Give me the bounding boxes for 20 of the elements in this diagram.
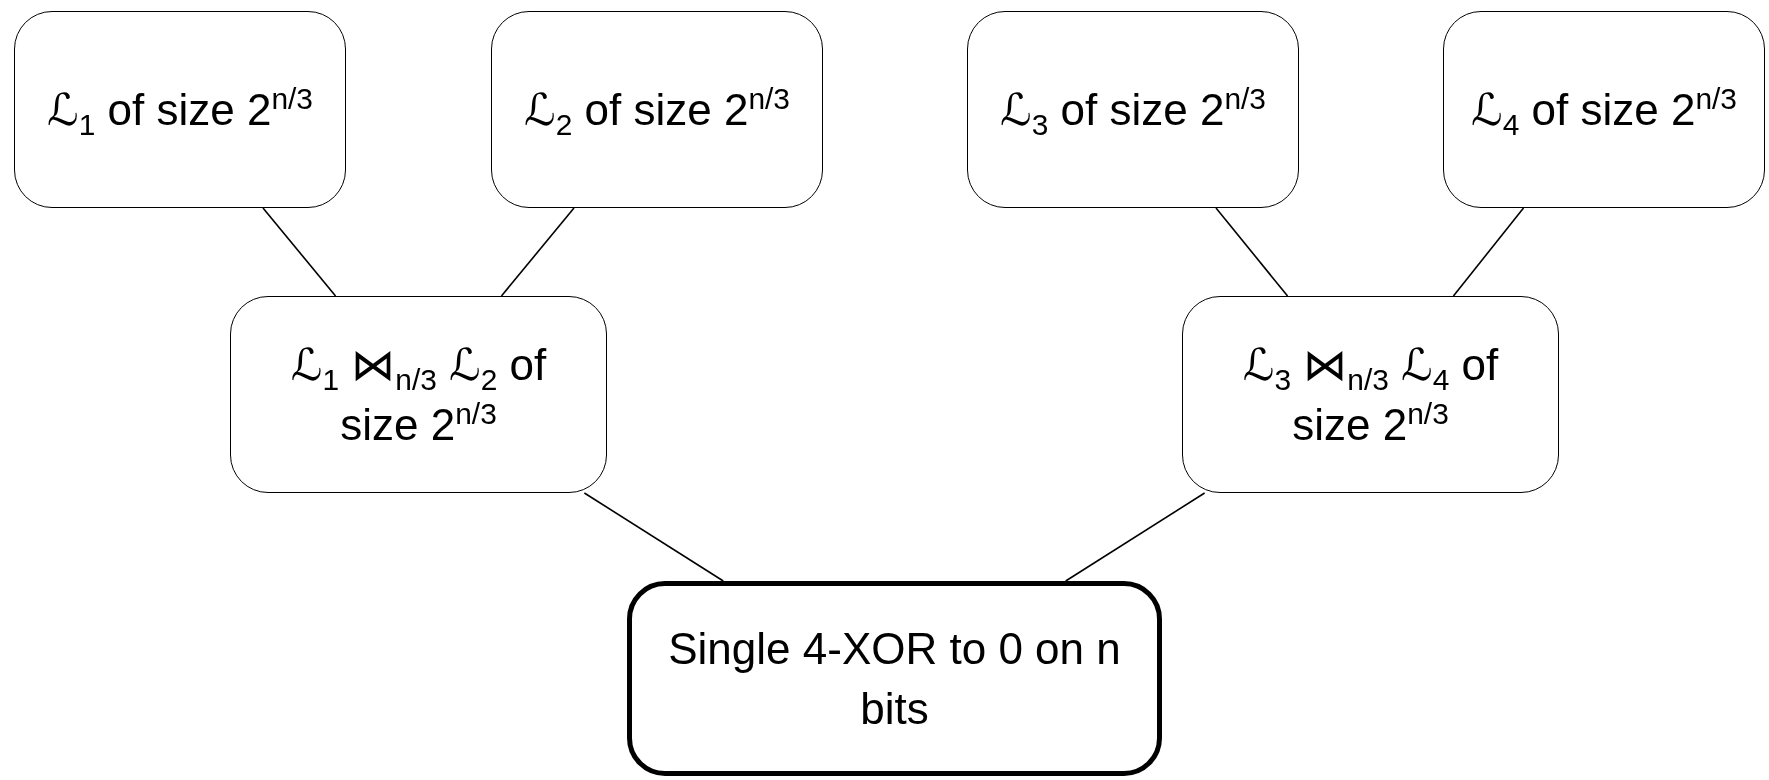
rounded-box [1443,11,1765,208]
connector-line [500,207,575,297]
node-text: ℒ$_{1}$ ⋈$_{n/3}$ ℒ$_{2}$ of size 2$^{n/3}$ [289,339,548,451]
node-text: ℒ$_{2}$ of size 2$^{n/3}$ [524,81,790,140]
rounded-box [14,11,346,208]
node-text: ℒ$_{1}$ of size 2$^{n/3}$ [47,81,313,140]
node-text: ℒ$_{4}$ of size 2$^{n/3}$ [1471,81,1737,140]
connector-line [1452,207,1525,297]
rounded-box [627,581,1162,776]
rounded-box [1182,296,1559,493]
node-text: Single 4-XOR to 0 on n bits [667,623,1122,735]
node-text: ℒ$_{3}$ ⋈$_{n/3}$ ℒ$_{4}$ of size 2$^{n/3}$ [1241,339,1500,451]
connector-line [262,207,337,297]
rounded-box [491,11,823,208]
rounded-box [967,11,1299,208]
connector-line [1064,492,1206,582]
connector-line [583,492,725,582]
connector-line [1215,207,1289,297]
node-text: ℒ$_{3}$ of size 2$^{n/3}$ [1000,81,1266,140]
rounded-box [230,296,607,493]
